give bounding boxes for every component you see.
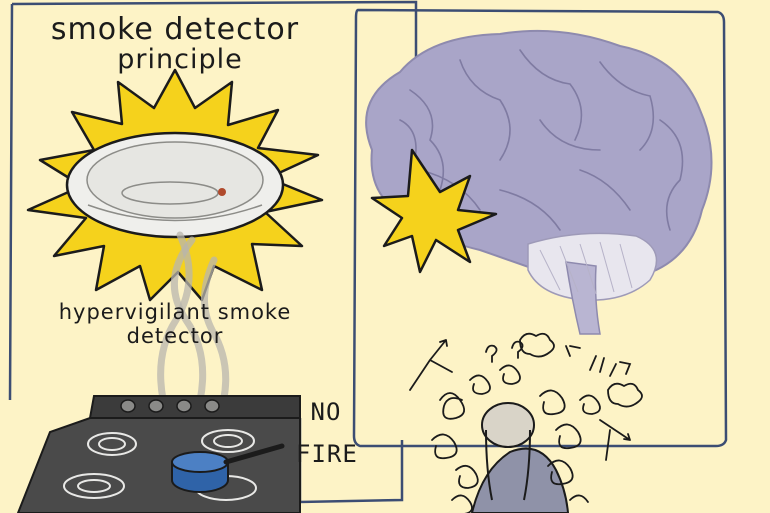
no-fire-line-1: NO (310, 398, 342, 426)
caption-line-2: detector (126, 324, 224, 348)
no-fire-line-2: FIRE (296, 440, 358, 468)
smoke-icon (157, 231, 230, 424)
stove-icon (16, 395, 301, 513)
title-line-1: smoke detector (50, 12, 300, 47)
pot-icon (171, 443, 285, 493)
brain-panel-border (352, 8, 728, 448)
title-line-2: principle (117, 44, 243, 75)
alarm-burst-icon (370, 148, 498, 274)
anxious-person-icon (409, 332, 643, 513)
smoke-detector-icon (65, 131, 285, 239)
caption-line-1: hypervigilant smoke (58, 300, 292, 324)
